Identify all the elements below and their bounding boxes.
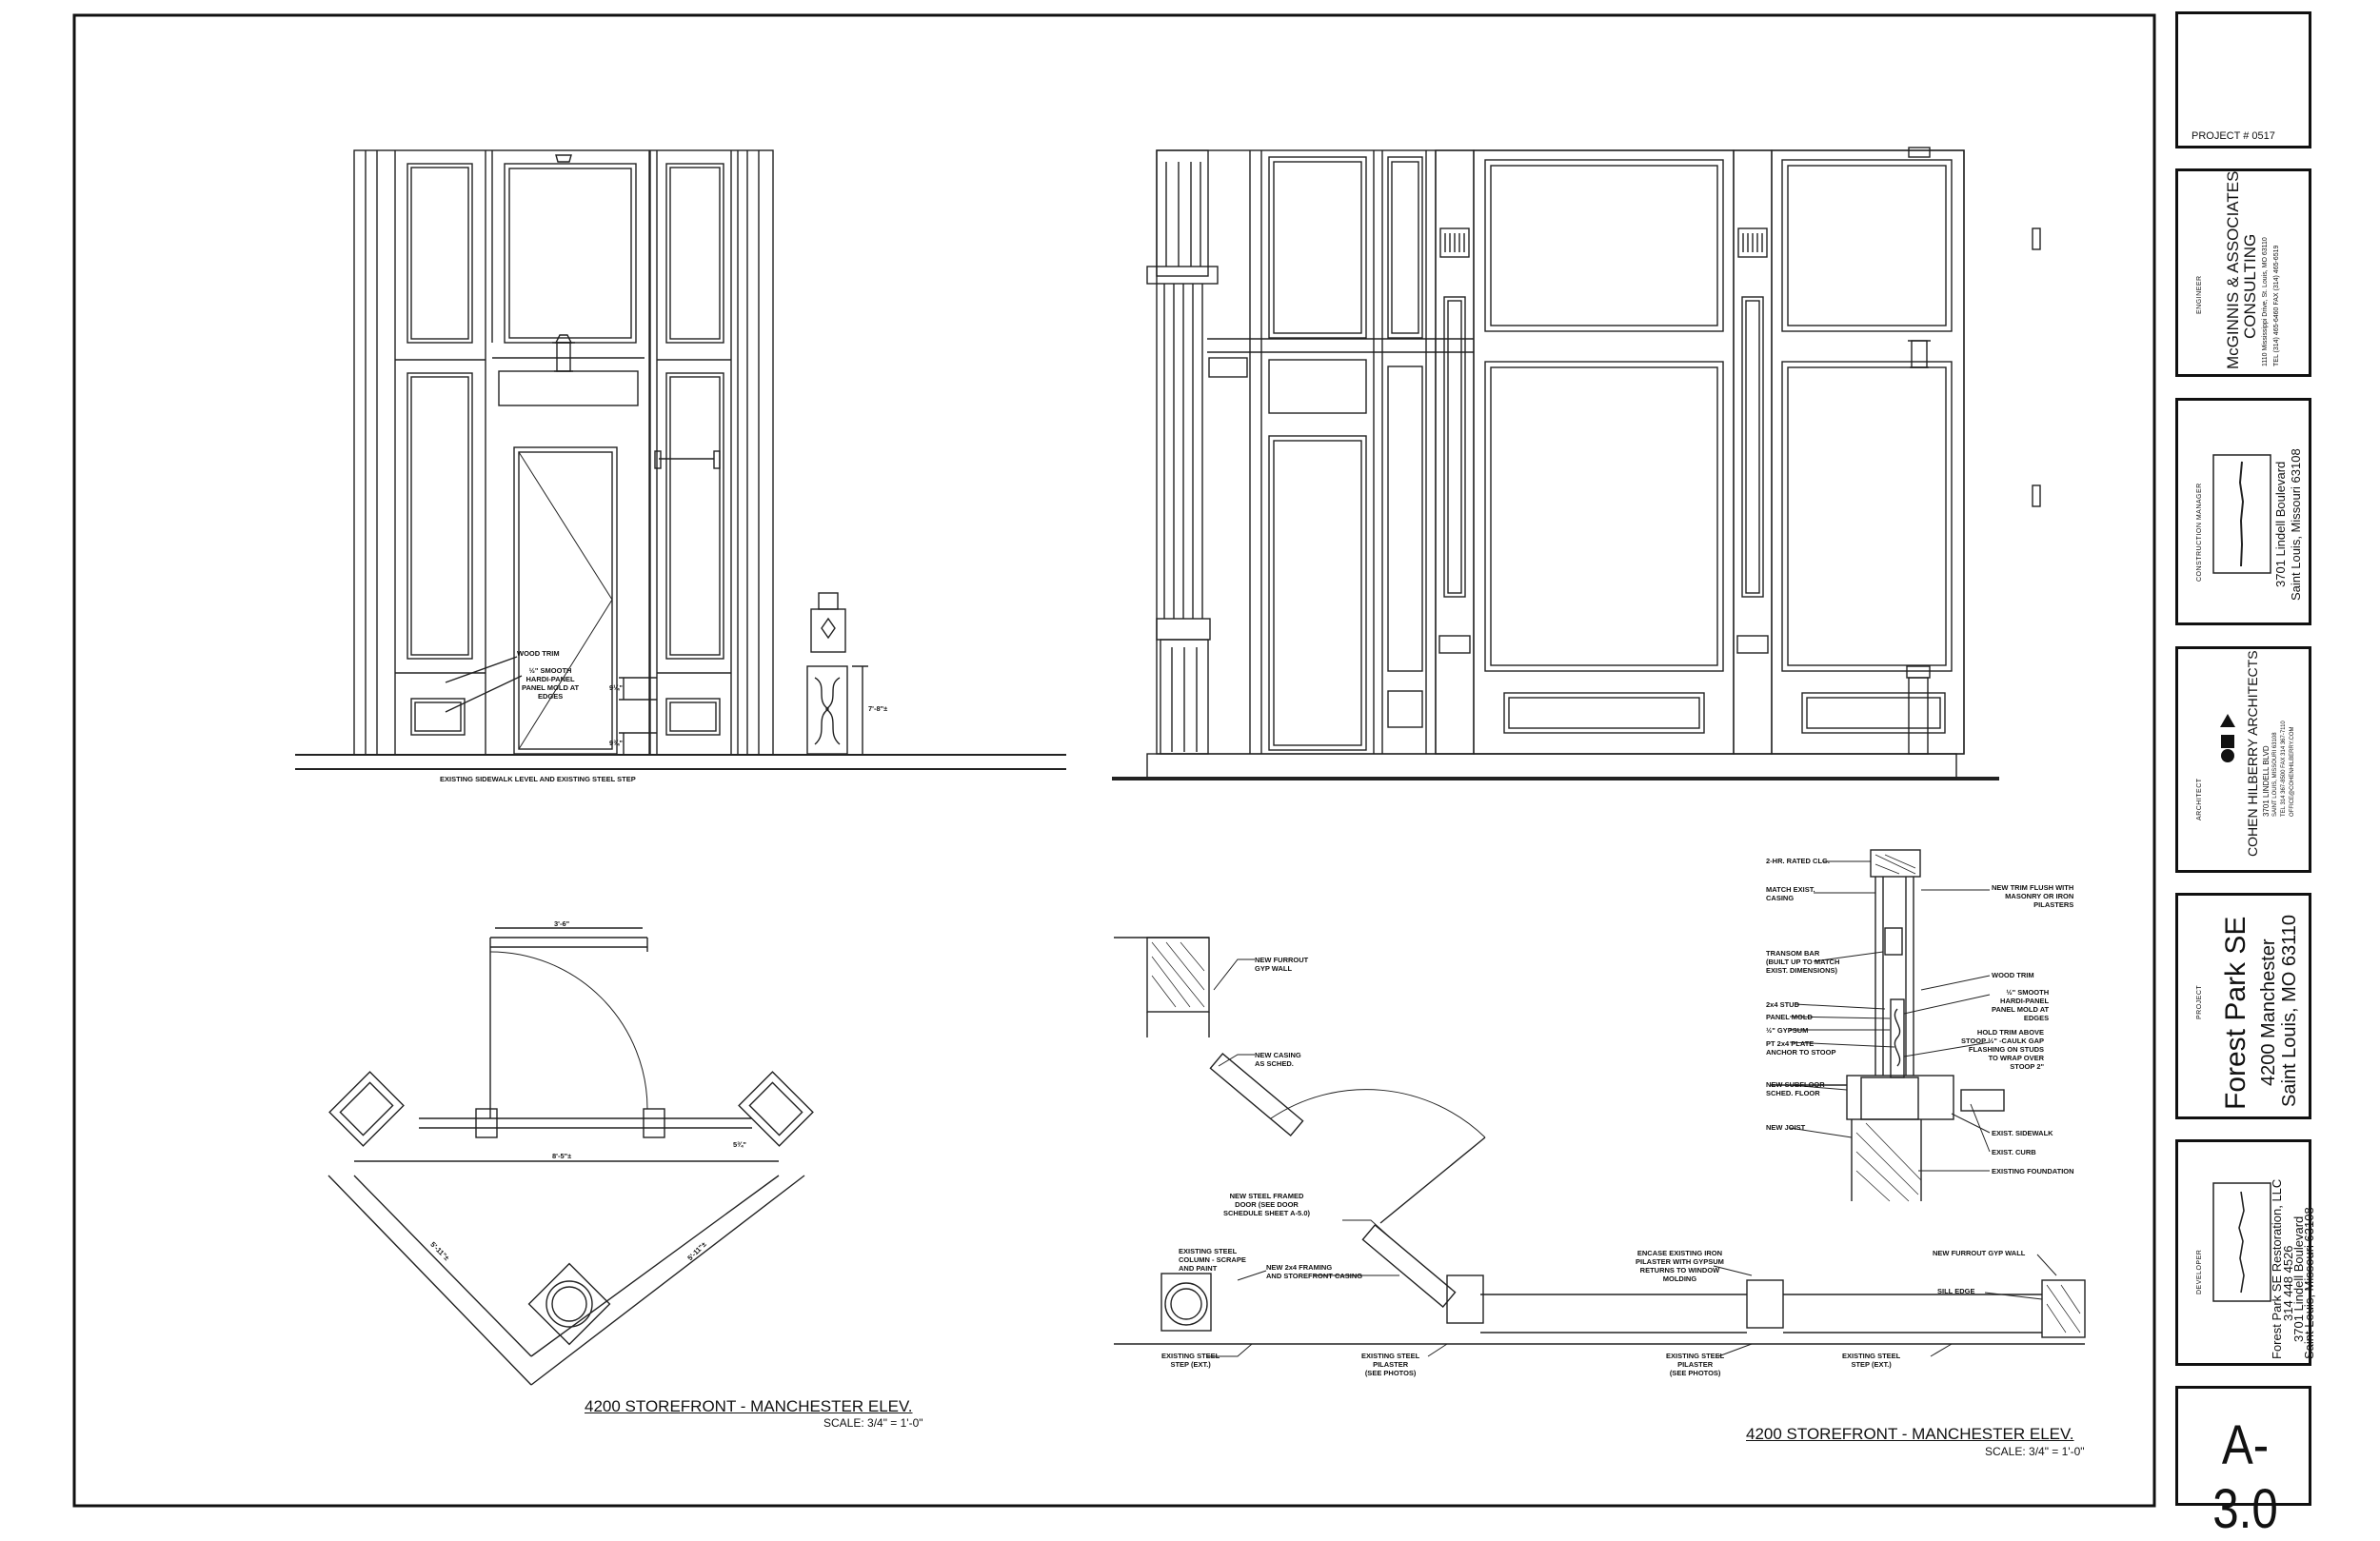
sec-note-joist: NEW JOIST (1766, 1123, 1806, 1132)
sec-note-wood-trim: WOOD TRIM (1992, 971, 2034, 979)
left-view-title: 4200 STOREFRONT - MANCHESTER ELEV. (585, 1397, 913, 1415)
cm-logo-signature (2212, 454, 2271, 574)
sec-note-plate: PT 2x4 PLATE ANCHOR TO STOOP (1766, 1039, 1836, 1057)
project-role: PROJECT (2196, 984, 2203, 1019)
tb-architect-box: ARCHITECT COHEN HILBERRY ARCHITECTS 3701… (2175, 646, 2311, 873)
sheet-number: A-3.0 (2212, 1414, 2278, 1540)
architect-phone: TEL 314 367-8500 FAX 314 367-7110 (2281, 721, 2287, 817)
sheet-border (72, 13, 2156, 1508)
architect-role: ARCHITECT (2196, 778, 2203, 820)
note-sill: SILL EDGE (1937, 1287, 1975, 1295)
sec-note-trim-flush: NEW TRIM FLUSH WITH MASONRY OR IRON PILA… (1992, 883, 2074, 909)
dim-door: 3'-6" (554, 919, 570, 928)
cm-address-2: Saint Louis, Missouri 63108 (2289, 448, 2303, 601)
note-sidewalk: EXISTING SIDEWALK LEVEL AND EXISTING STE… (440, 775, 636, 783)
tb-developer-box: DEVELOPER Forest Park SE Restoration, LL… (2175, 1139, 2316, 1366)
note-encase: ENCASE EXISTING IRON PILASTER WITH GYPSU… (1636, 1249, 1724, 1283)
cm-role: CONSTRUCTION MANAGER (2196, 483, 2203, 582)
engineer-name: McGINNIS & ASSOCIATES (2224, 170, 2242, 369)
dim-rail-top: 9¼" (609, 683, 623, 692)
engineer-phone: TEL (314) 465-6460 FAX (314) 465-6519 (2273, 245, 2280, 366)
note-furrout-1: NEW FURROUT GYP WALL (1255, 956, 1309, 973)
developer-address-2: Saint Louis, Missouri 63108 (2302, 1207, 2316, 1359)
note-casing: NEW CASING AS SCHED. (1255, 1051, 1301, 1068)
sec-note-stud: 2x4 STUD (1766, 1000, 1800, 1009)
note-column: EXISTING STEEL COLUMN - SCRAPE AND PAINT (1179, 1247, 1246, 1273)
architect-city: SAINT LOUIS, MISSOURI 63108 (2272, 732, 2278, 817)
dim-corner: 5¾" (733, 1140, 746, 1149)
right-elevation (1112, 147, 2041, 780)
sec-note-foundation: EXISTING FOUNDATION (1992, 1167, 2074, 1176)
right-plan (1114, 937, 2086, 1345)
tb-construction-manager-box: CONSTRUCTION MANAGER 3701 Lindell Boulev… (2175, 398, 2311, 625)
note-framing: NEW 2x4 FRAMING AND STOREFRONT CASING (1266, 1263, 1363, 1280)
sec-note-hold-trim: HOLD TRIM ABOVE STOOP ½" -CAULK GAP FLAS… (1961, 1028, 2045, 1071)
sec-note-panelmold: PANEL MOLD (1766, 1013, 1813, 1021)
tb-sheet-number-box: A-3.0 (2175, 1386, 2311, 1540)
sec-note-gypsum: ½" GYPSUM (1766, 1026, 1809, 1035)
note-step-1: EXISTING STEEL STEP (EXT.) (1161, 1352, 1220, 1369)
project-number: PROJECT # 0517 (2192, 130, 2275, 142)
dim-rail-bot: 9¾" (609, 739, 623, 747)
note-hardi-panel: ½" SMOOTH HARDI-PANEL PANEL MOLD AT EDGE… (522, 666, 580, 701)
tb-project-number-box: PROJECT # 0517 (2175, 11, 2311, 148)
note-pilaster-1: EXISTING STEEL PILASTER (SEE PHOTOS) (1361, 1352, 1420, 1377)
tb-engineer-box: ENGINEER McGINNIS & ASSOCIATES CONSULTIN… (2175, 168, 2311, 377)
sec-note-ceiling: 2-HR. RATED CLG. (1766, 857, 1830, 865)
project-address-2: Saint Louis, MO 63110 (2279, 915, 2300, 1107)
wall-section (1771, 849, 2005, 1202)
sec-note-sidewalk: EXIST. SIDEWALK (1992, 1129, 2053, 1137)
left-elevation (295, 149, 1066, 770)
architect-email: OFFICE@COHENHILBERRY.COM (2290, 726, 2295, 817)
developer-signature (2212, 1182, 2271, 1302)
leader-lines (1207, 860, 2057, 1357)
architect-address: 3701 LINDELL BLVD (2262, 745, 2271, 817)
cm-address-1: 3701 Lindell Boulevard (2273, 461, 2288, 587)
sec-note-subfloor: NEW SUBFLOOR SCHED. FLOOR (1766, 1080, 1825, 1097)
engineer-address: 1110 Mississippi Drive, St. Louis, MO 63… (2262, 237, 2269, 366)
architect-name: COHEN HILBERRY ARCHITECTS (2245, 650, 2260, 857)
sec-note-transom: TRANSOM BAR (BUILT UP TO MATCH EXIST. DI… (1766, 949, 1840, 975)
note-pilaster-2: EXISTING STEEL PILASTER (SEE PHOTOS) (1666, 1352, 1725, 1377)
note-wood-trim: WOOD TRIM (517, 649, 560, 658)
sec-note-hardi: ½" SMOOTH HARDI-PANEL PANEL MOLD AT EDGE… (1992, 988, 2050, 1022)
developer-role: DEVELOPER (2196, 1249, 2203, 1294)
engineer-name-2: CONSULTING (2241, 233, 2259, 339)
dim-lamp: 7'-8"± (868, 704, 888, 713)
left-view-scale: SCALE: 3/4" = 1'-0" (823, 1416, 923, 1430)
note-furrout-2: NEW FURROUT GYP WALL (1933, 1249, 2026, 1257)
sec-note-casing: MATCH EXIST. CASING (1766, 885, 1815, 902)
note-step-2: EXISTING STEEL STEP (EXT.) (1842, 1352, 1901, 1369)
sec-note-curb: EXIST. CURB (1992, 1148, 2036, 1156)
dim-plan-width: 8'-5"± (552, 1152, 572, 1160)
tb-project-box: PROJECT Forest Park SE 4200 Manchester S… (2175, 893, 2311, 1119)
left-plan (327, 927, 814, 1386)
note-door: NEW STEEL FRAMED DOOR (SEE DOOR SCHEDULE… (1223, 1192, 1310, 1217)
right-view-title: 4200 STOREFRONT - MANCHESTER ELEV. (1746, 1425, 2074, 1443)
engineer-role: ENGINEER (2196, 275, 2203, 314)
project-address-1: 4200 Manchester (2258, 938, 2279, 1086)
architect-logo (2220, 714, 2235, 762)
project-name: Forest Park SE (2220, 916, 2251, 1110)
right-view-scale: SCALE: 3/4" = 1'-0" (1985, 1445, 2085, 1458)
